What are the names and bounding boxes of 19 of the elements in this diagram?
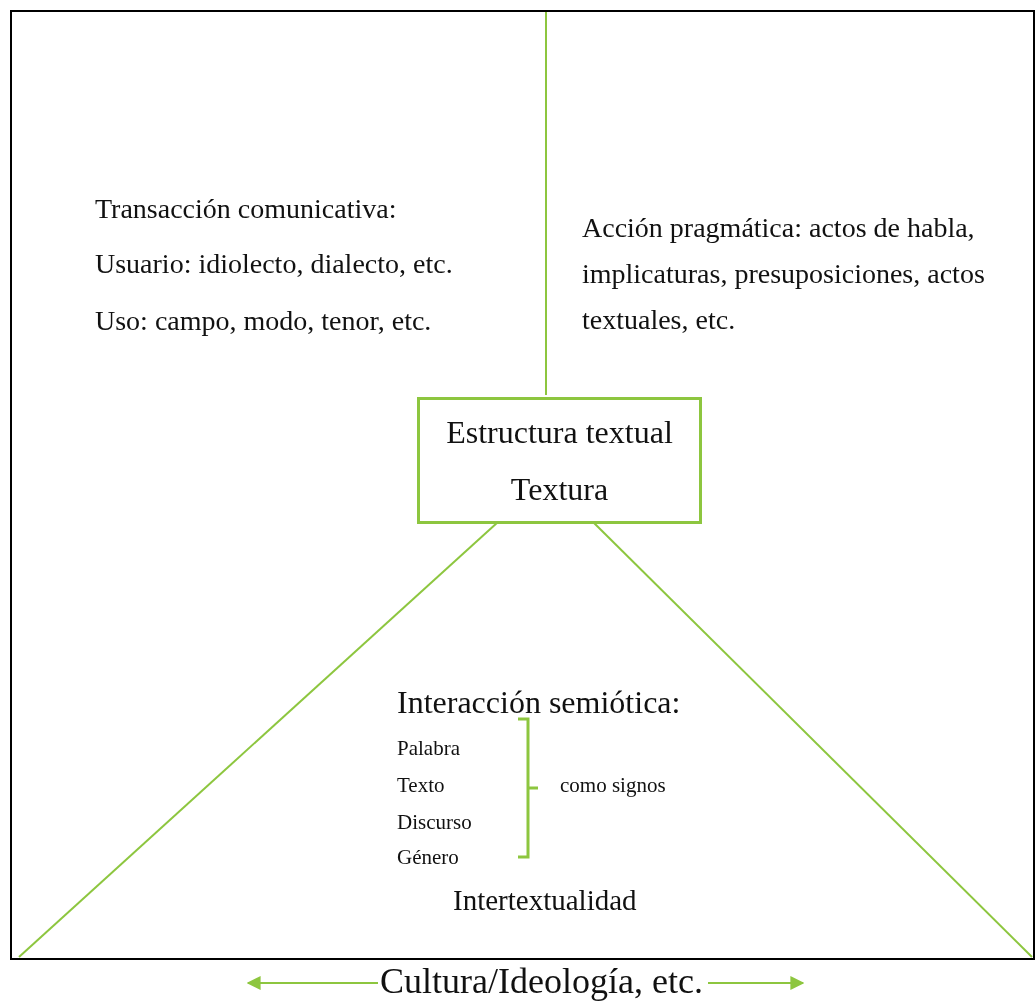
label-text: Discurso xyxy=(397,810,472,835)
paragraph-text: Acción pragmática: actos de habla, implicaturas, presuposiciones, actos textuales, etc. xyxy=(582,211,986,337)
heading-text: Transacción comunicativa: xyxy=(95,193,397,226)
label-text: Usuario: idiolecto, dialecto, etc. xyxy=(95,248,453,281)
caption-text: Cultura/Ideología, etc. xyxy=(380,961,703,1003)
label-text: Texto xyxy=(397,773,445,798)
frame-box xyxy=(10,10,1035,960)
connector-line xyxy=(18,521,499,958)
box-text: Estructura textual xyxy=(446,413,673,451)
label-text: Palabra xyxy=(397,736,460,761)
heading-text: Interacción semiótica: xyxy=(397,684,681,721)
caption-text: Intertextualidad xyxy=(453,884,637,918)
bracket-label: como signos xyxy=(560,773,666,798)
connector-line xyxy=(592,521,1033,958)
label-text: Género xyxy=(397,845,459,870)
box-text: Textura xyxy=(510,470,609,508)
connector-line xyxy=(545,10,547,396)
label-text: Uso: campo, modo, tenor, etc. xyxy=(95,305,432,338)
text-box xyxy=(417,397,702,524)
